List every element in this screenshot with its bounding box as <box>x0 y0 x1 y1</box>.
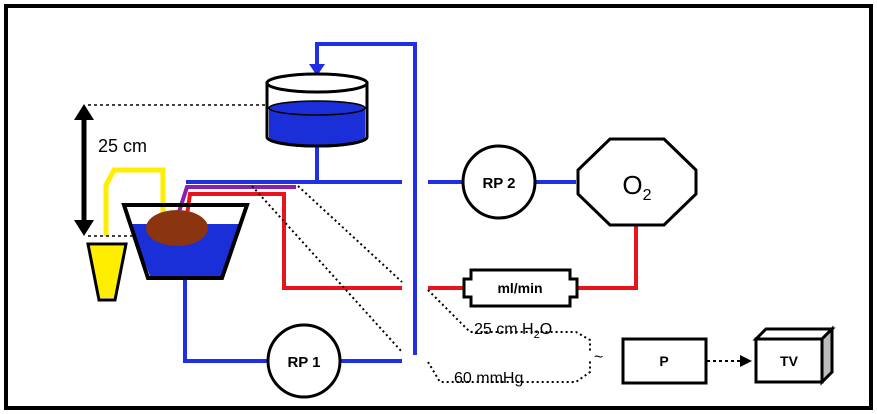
height-label: 25 cm <box>98 136 147 156</box>
monitor-cube <box>752 325 836 386</box>
pump-rp2-label: RP 2 <box>482 175 515 192</box>
pressure-box-label: P <box>659 353 668 369</box>
oxygenator-label: O2 <box>622 170 651 204</box>
tilde-symbol: ~ <box>594 349 603 366</box>
pressure-label-mmhg: 60 mmHg <box>454 370 523 387</box>
height-indicator <box>74 104 268 237</box>
organ-beaker <box>121 203 250 280</box>
yellow-line <box>103 167 166 236</box>
arrowhead-into-reservoir <box>309 64 325 76</box>
purple-line <box>176 185 296 216</box>
pump-rp1-label: RP 1 <box>287 354 320 371</box>
oxygenator <box>576 137 698 227</box>
organ <box>146 210 208 246</box>
diagram-frame <box>4 4 873 410</box>
signal-arrowhead <box>740 355 752 367</box>
pressure-box <box>621 337 708 385</box>
blue-circuit <box>183 42 576 363</box>
pressure-lines <box>251 185 591 383</box>
flowmeter-label: ml/min <box>497 280 542 296</box>
reservoir <box>265 72 369 148</box>
oxygen-subscript: 2 <box>643 187 652 204</box>
pump-rp2 <box>461 144 537 220</box>
pressure-label-h2o: 25 cm H2O <box>474 321 552 341</box>
pump-rp1 <box>266 323 342 399</box>
collection-tube <box>86 242 128 302</box>
monitor-label: TV <box>780 353 799 369</box>
flowmeter <box>462 268 579 308</box>
